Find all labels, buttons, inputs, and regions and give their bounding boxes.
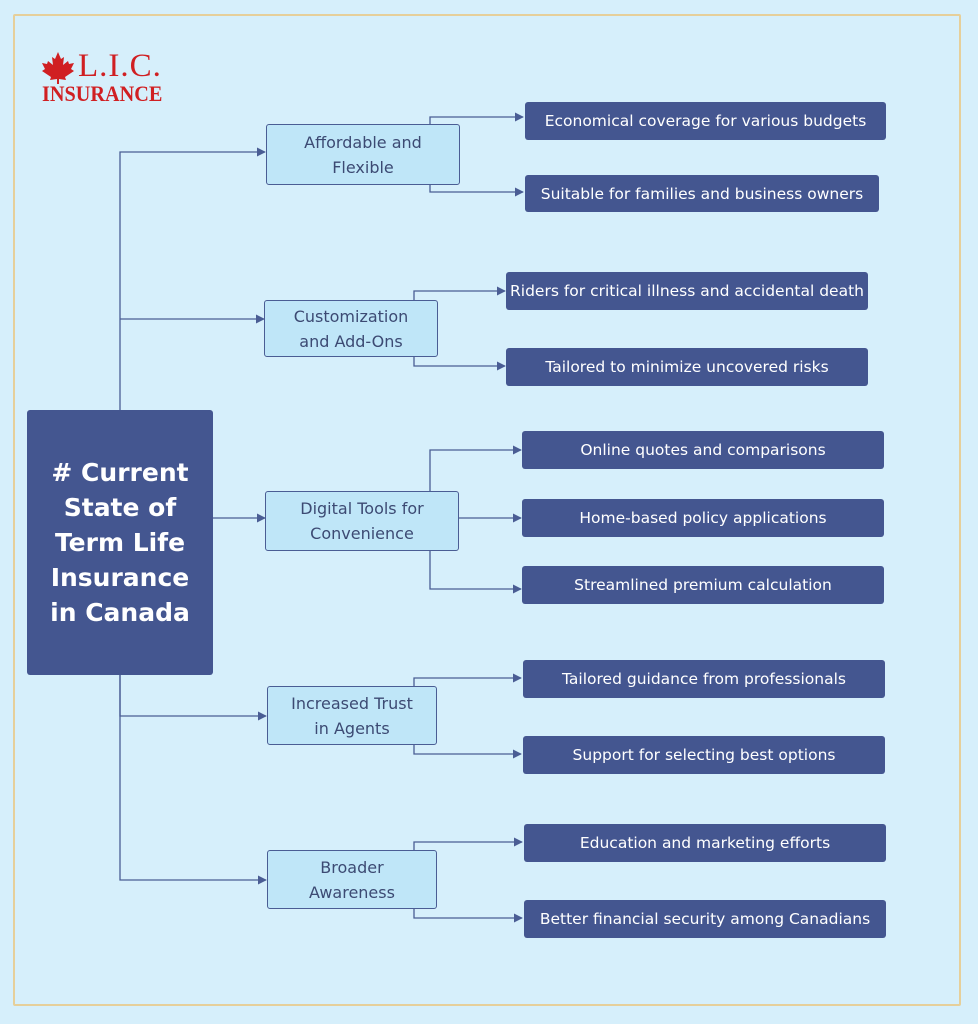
connector-root-awareness [119,675,267,885]
leaf-node-trust-2: Support for selecting best options [523,736,885,774]
connector-digital-3 [429,551,522,594]
root-topic-node: # Current State of Term Life Insurance i… [27,410,213,675]
lic-insurance-logo: L.I.C. INSURANCE [40,48,180,108]
logo-sub-text: INSURANCE [42,81,163,106]
branch-node-digital: Digital Tools for Convenience [265,491,459,551]
branch-node-customization: Customization and Add-Ons [264,300,438,357]
connector-digital-1 [429,445,522,491]
leaf-node-digital-2: Home-based policy applications [522,499,884,537]
connector-awareness-1 [413,837,523,850]
leaf-node-customization-2: Tailored to minimize uncovered risks [506,348,868,386]
connector-awareness-2 [413,909,523,923]
page-frame [13,14,961,1006]
branch-node-affordable: Affordable and Flexible [266,124,460,185]
connector-trust-1 [413,673,522,686]
leaf-node-digital-1: Online quotes and comparisons [522,431,884,469]
logo-main-text: L.I.C. [78,48,162,84]
leaf-node-awareness-1: Education and marketing efforts [524,824,886,862]
connector-root-trust [119,675,267,721]
connector-root-affordable [119,147,266,410]
connector-affordable-2 [429,185,524,197]
branch-node-awareness: Broader Awareness [267,850,437,909]
connector-trust-2 [413,745,522,759]
leaf-node-digital-3: Streamlined premium calculation [522,566,884,604]
connector-customization-1 [413,286,506,300]
leaf-node-affordable-2: Suitable for families and business owner… [525,175,879,212]
leaf-node-awareness-2: Better financial security among Canadian… [524,900,886,938]
connector-customization-2 [413,357,506,371]
leaf-node-customization-1: Riders for critical illness and accident… [506,272,868,310]
leaf-node-trust-1: Tailored guidance from professionals [523,660,885,698]
maple-leaf-icon [42,52,74,84]
leaf-node-affordable-1: Economical coverage for various budgets [525,102,886,140]
connector-affordable-1 [429,112,524,124]
branch-node-trust: Increased Trust in Agents [267,686,437,745]
